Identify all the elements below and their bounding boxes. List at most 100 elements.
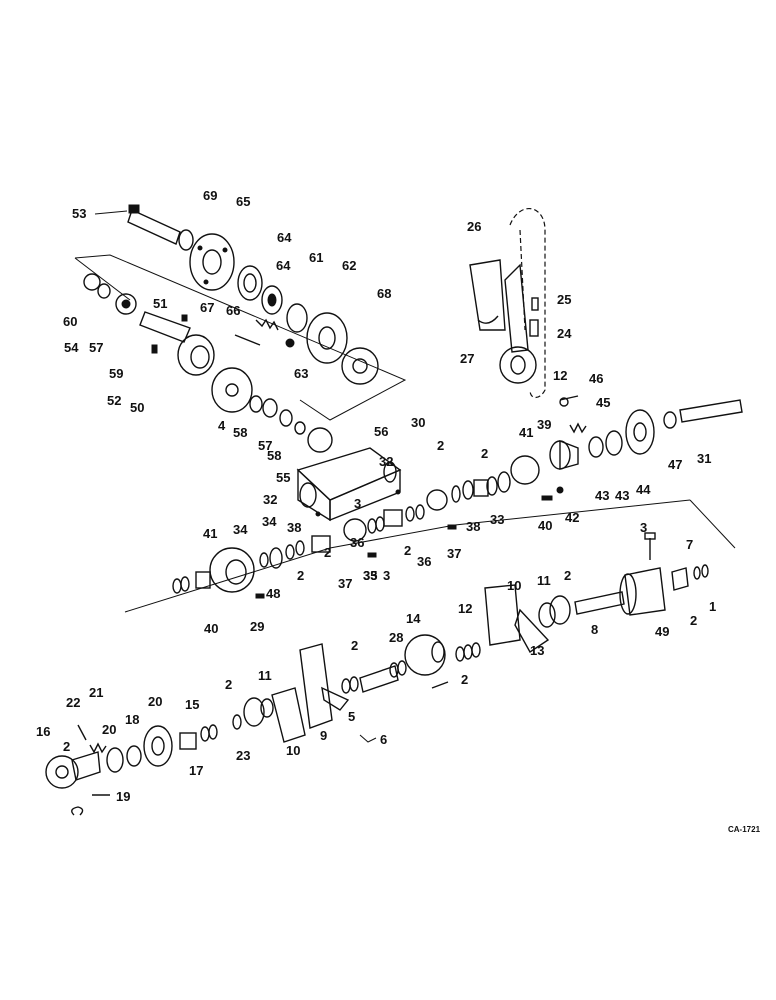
callout-label: 37 bbox=[338, 576, 352, 591]
upper-shaft-group bbox=[83, 204, 379, 453]
right-shaft-group bbox=[451, 395, 743, 503]
callout-label: 4 bbox=[218, 418, 226, 433]
frame-bracket-30 bbox=[296, 447, 402, 522]
callout-label: 37 bbox=[447, 546, 461, 561]
callout-label: 34 bbox=[233, 522, 248, 537]
callout-label: 43 bbox=[595, 488, 609, 503]
callout-label: 30 bbox=[411, 415, 425, 430]
callout-label: 2 bbox=[297, 568, 304, 583]
callout-label: 56 bbox=[374, 424, 388, 439]
callout-label: 11 bbox=[258, 668, 272, 683]
callout-label: 50 bbox=[130, 400, 144, 415]
callout-label: 3 bbox=[354, 496, 361, 511]
callout-label: 69 bbox=[203, 188, 217, 203]
callout-label: 25 bbox=[557, 292, 571, 307]
callout-label: 2 bbox=[351, 638, 358, 653]
callout-label: 2 bbox=[461, 672, 468, 687]
callout-label: 33 bbox=[363, 568, 377, 583]
callout-label: 53 bbox=[72, 206, 86, 221]
callout-label: 64 bbox=[276, 258, 291, 273]
callout-label: 51 bbox=[153, 296, 167, 311]
callout-label: 64 bbox=[277, 230, 292, 245]
callout-label: 29 bbox=[250, 619, 264, 634]
callout-label: 3 bbox=[383, 568, 390, 583]
upper-frame bbox=[74, 254, 407, 421]
callout-label: 26 bbox=[467, 219, 481, 234]
callout-label: 47 bbox=[668, 457, 682, 472]
callout-label: 20 bbox=[148, 694, 162, 709]
callout-label: 10 bbox=[507, 578, 521, 593]
callout-label: 60 bbox=[63, 314, 77, 329]
callout-label: 38 bbox=[287, 520, 301, 535]
callout-label: 22 bbox=[66, 695, 80, 710]
callout-label: 36 bbox=[350, 535, 364, 550]
callout-label: 24 bbox=[557, 326, 572, 341]
callout-label: 36 bbox=[417, 554, 431, 569]
callout-label: 33 bbox=[490, 512, 504, 527]
callout-label: 43 bbox=[615, 488, 629, 503]
diagram-code: CA-1721 bbox=[728, 825, 761, 834]
callout-label: 1 bbox=[709, 599, 716, 614]
callout-label: 61 bbox=[309, 250, 323, 265]
callout-label: 10 bbox=[286, 743, 300, 758]
callout-label: 14 bbox=[406, 611, 421, 626]
callout-label: 35 bbox=[363, 568, 377, 583]
callout-label: 2 bbox=[404, 543, 411, 558]
callout-label: 46 bbox=[589, 371, 603, 386]
callout-label: 2 bbox=[437, 438, 444, 453]
callout-label: 48 bbox=[266, 586, 280, 601]
callout-label: 38 bbox=[466, 519, 480, 534]
callout-label: 49 bbox=[655, 624, 669, 639]
callout-label: 63 bbox=[294, 366, 308, 381]
callout-label: 66 bbox=[226, 303, 240, 318]
callout-label: 44 bbox=[636, 482, 651, 497]
callout-label: 39 bbox=[537, 417, 551, 432]
callout-label: 17 bbox=[189, 763, 203, 778]
callout-label: 11 bbox=[537, 573, 551, 588]
callout-label: 20 bbox=[102, 722, 116, 737]
callout-label: 2 bbox=[481, 446, 488, 461]
callout-label: 2 bbox=[564, 568, 571, 583]
callout-label: 31 bbox=[697, 451, 711, 466]
callout-label: 12 bbox=[553, 368, 567, 383]
callout-label: 15 bbox=[185, 697, 199, 712]
callout-label: 8 bbox=[591, 622, 598, 637]
callout-label: 54 bbox=[64, 340, 79, 355]
callout-label: 28 bbox=[389, 630, 403, 645]
callout-label: 18 bbox=[125, 712, 139, 727]
callout-label: 6 bbox=[380, 732, 387, 747]
callout-label: 21 bbox=[89, 685, 103, 700]
callout-label: 65 bbox=[236, 194, 250, 209]
right-lower-group bbox=[359, 532, 709, 693]
callout-label: 62 bbox=[342, 258, 356, 273]
callout-label: 42 bbox=[565, 510, 579, 525]
callout-label: 40 bbox=[204, 621, 218, 636]
callout-label: 57 bbox=[89, 340, 103, 355]
middle-shaft-group bbox=[172, 489, 457, 599]
callout-label: 16 bbox=[36, 724, 50, 739]
callout-label: 13 bbox=[530, 643, 544, 658]
callout-label: 27 bbox=[460, 351, 474, 366]
callout-label: 57 bbox=[258, 438, 272, 453]
callout-label: 68 bbox=[377, 286, 391, 301]
callout-label: 12 bbox=[458, 601, 472, 616]
callout-label: 59 bbox=[109, 366, 123, 381]
callout-label: 41 bbox=[203, 526, 217, 541]
callout-label: 58 bbox=[267, 448, 281, 463]
callout-label: 2 bbox=[225, 677, 232, 692]
lower-frame bbox=[124, 499, 736, 613]
callout-label: 2 bbox=[690, 613, 697, 628]
lower-left-group bbox=[45, 643, 377, 816]
callout-label: 45 bbox=[596, 395, 610, 410]
callout-label: 32 bbox=[263, 492, 277, 507]
callout-label: 5 bbox=[348, 709, 355, 724]
callout-label: 3 bbox=[640, 520, 647, 535]
callout-label: 2 bbox=[63, 739, 70, 754]
callout-label: 7 bbox=[686, 537, 693, 552]
callout-label: 55 bbox=[276, 470, 290, 485]
callout-label: 67 bbox=[200, 300, 214, 315]
callout-label: 34 bbox=[262, 514, 277, 529]
chain-drive bbox=[469, 207, 546, 399]
callout-labels: 53 69 65 64 64 61 62 68 60 54 57 59 51 6… bbox=[36, 188, 716, 804]
